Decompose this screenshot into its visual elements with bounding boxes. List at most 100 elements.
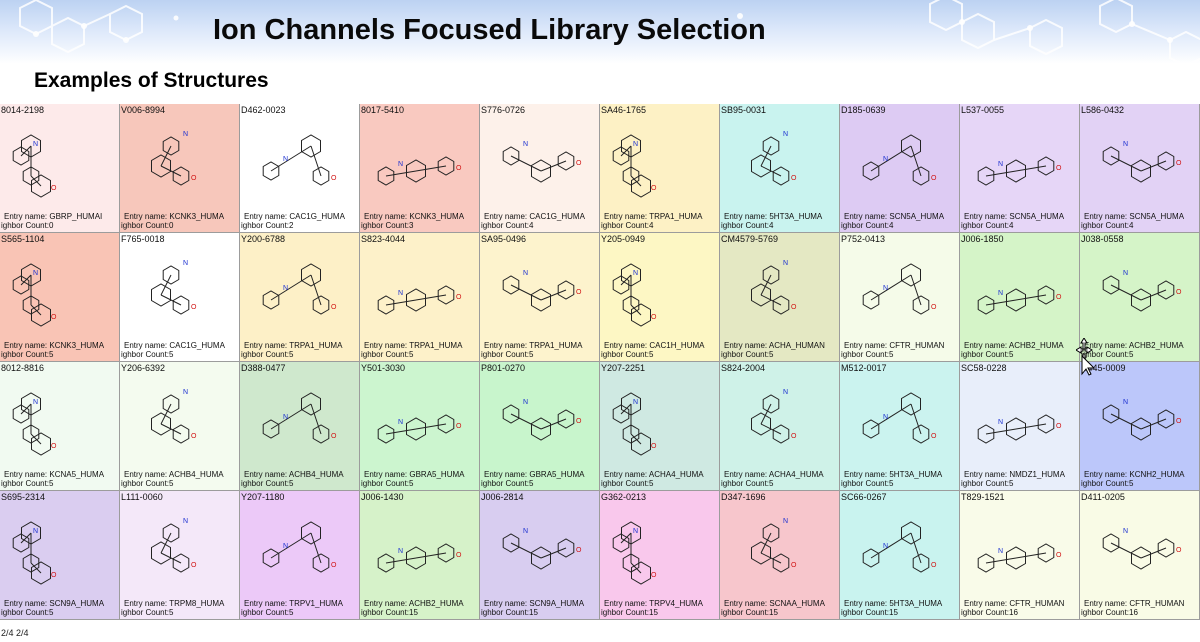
svg-text:N: N [1123,528,1128,535]
svg-text:N: N [883,156,888,163]
compound-id: Y200-6788 [241,234,286,244]
entry-name: Entry name: CFTR_HUMAN [964,599,1065,608]
compound-id: J006-2814 [481,492,524,502]
svg-text:O: O [1056,165,1062,172]
neighbor-count: ighbor Count:4 [601,221,654,230]
neighbor-count: ighbor Count:15 [361,608,418,617]
svg-text:N: N [398,161,403,168]
svg-text:O: O [51,572,57,579]
compound-id: SC66-0267 [841,492,887,502]
svg-text:N: N [1123,141,1128,148]
page-title: Ion Channels Focused Library Selection [213,14,766,46]
neighbor-count: ighbor Count:15 [601,608,658,617]
neighbor-count: ighbor Count:5 [961,479,1014,488]
neighbor-count: ighbor Count:16 [961,608,1018,617]
entry-name: Entry name: TRPV4_HUMA [604,599,703,608]
svg-text:O: O [51,314,57,321]
neighbor-count: ighbor Count:16 [1081,608,1138,617]
svg-text:O: O [1176,418,1182,425]
svg-text:O: O [331,562,337,569]
neighbor-count: ighbor Count:5 [481,350,534,359]
svg-text:N: N [183,131,188,138]
neighbor-count: ighbor Count:0 [1,221,54,230]
svg-text:N: N [998,161,1003,168]
entry-name: Entry name: ACHB2_HUMA [364,599,464,608]
compound-id: Y205-0949 [601,234,646,244]
section-subtitle: Examples of Structures [34,69,269,92]
entry-name: Entry name: 5HT3A_HUMA [724,212,823,221]
svg-text:O: O [331,175,337,182]
entry-name: Entry name: SCNAA_HUMA [724,599,825,608]
neighbor-count: ighbor Count:5 [241,350,294,359]
svg-text:N: N [33,399,38,406]
neighbor-count: ighbor Count:5 [721,479,774,488]
neighbor-count: ighbor Count:5 [1081,350,1134,359]
neighbor-count: ighbor Count:2 [241,221,294,230]
compound-id: J006-1850 [961,234,1004,244]
neighbor-count: ighbor Count:5 [1,608,54,617]
svg-text:N: N [33,528,38,535]
entry-name: Entry name: ACHA_HUMAN [724,341,825,350]
svg-text:O: O [576,418,582,425]
svg-text:N: N [283,156,288,163]
compound-id: Y207-1180 [241,492,285,502]
neighbor-count: ighbor Count:5 [1,350,54,359]
svg-text:O: O [931,175,937,182]
entry-name: Entry name: GBRA5_HUMA [484,470,585,479]
compound-id: D388-0477 [241,363,286,373]
svg-text:N: N [883,543,888,550]
svg-text:O: O [931,433,937,440]
svg-text:N: N [883,285,888,292]
svg-text:N: N [998,419,1003,426]
